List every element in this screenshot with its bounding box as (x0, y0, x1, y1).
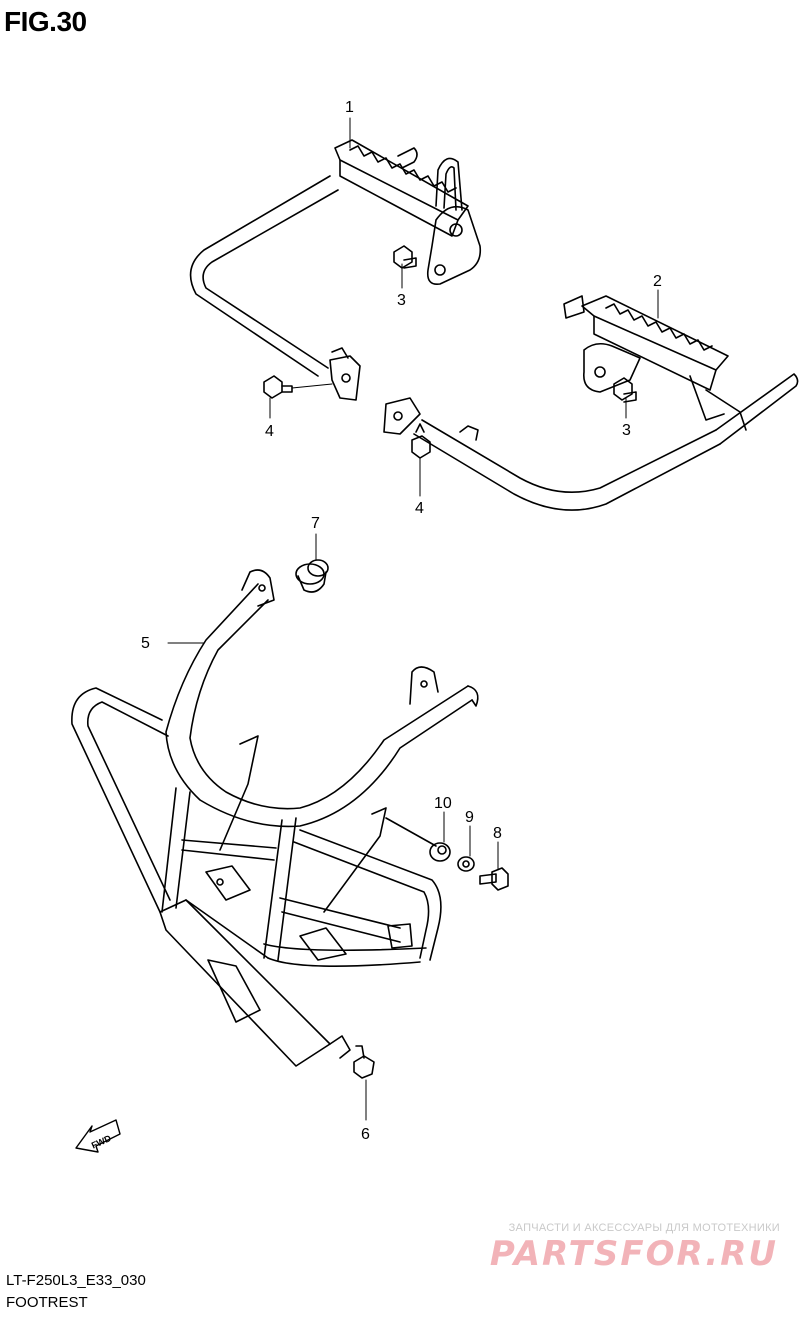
callout-6: 6 (361, 1126, 370, 1143)
callout-1: 1 (345, 99, 354, 116)
callout-10: 10 (434, 795, 452, 812)
callout-3b: 3 (622, 422, 631, 439)
bolt-3a (393, 245, 417, 269)
washer-9 (457, 856, 475, 872)
callout-8: 8 (493, 825, 502, 842)
figure-title: FIG.30 (4, 6, 87, 37)
leader-lines (167, 117, 659, 1121)
bolt-8 (479, 867, 509, 891)
watermark-subtitle: ЗАПЧАСТИ И АКСЕССУАРЫ ДЛЯ МОТОТЕХНИКИ (508, 1222, 780, 1234)
watermark-logo: PARTSFOR.RU (489, 1234, 778, 1274)
grommet-7 (295, 559, 329, 593)
bolt-6 (353, 1045, 375, 1079)
bolt-3b (613, 377, 637, 403)
cushion-10 (429, 842, 451, 862)
callout-5: 5 (141, 635, 150, 652)
callout-4b: 4 (415, 500, 424, 517)
callout-9: 9 (465, 809, 474, 826)
bolt-4b (411, 423, 431, 459)
diagram-code: LT-F250L3_E33_030 (6, 1272, 146, 1289)
fwd-arrow-icon (75, 1119, 121, 1153)
callout-4a: 4 (265, 423, 274, 440)
footrest-left (189, 139, 482, 401)
footrest-right (383, 295, 799, 511)
callout-3a: 3 (397, 292, 406, 309)
callout-7: 7 (311, 515, 320, 532)
bolt-4a (263, 375, 293, 399)
front-guard (71, 569, 479, 1067)
diagram-caption: FOOTREST (6, 1294, 88, 1311)
callout-2: 2 (653, 273, 662, 290)
